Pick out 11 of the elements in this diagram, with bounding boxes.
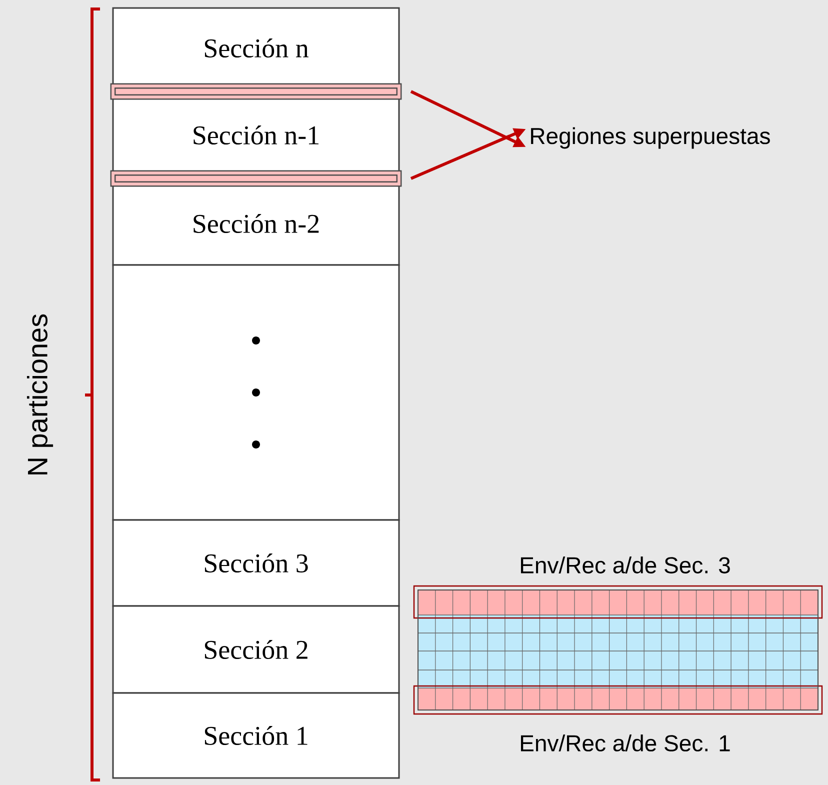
section-box: Sección 3 bbox=[112, 519, 400, 607]
section-box: Sección n-2 bbox=[112, 181, 400, 266]
grid-label: Env/Rec a/de Sec. 3 bbox=[520, 556, 730, 574]
section-box: Sección 2 bbox=[112, 605, 400, 694]
section-box: Sección n bbox=[112, 7, 400, 89]
grid-label: Env/Rec a/de Sec. 1 bbox=[520, 734, 730, 752]
overlap-band bbox=[110, 83, 402, 100]
annotation-text: Regiones superpuestas bbox=[531, 127, 770, 149]
axis-label: N particiones bbox=[26, 314, 54, 474]
section-box: Sección 1 bbox=[112, 692, 400, 779]
overlap-band bbox=[110, 170, 402, 187]
